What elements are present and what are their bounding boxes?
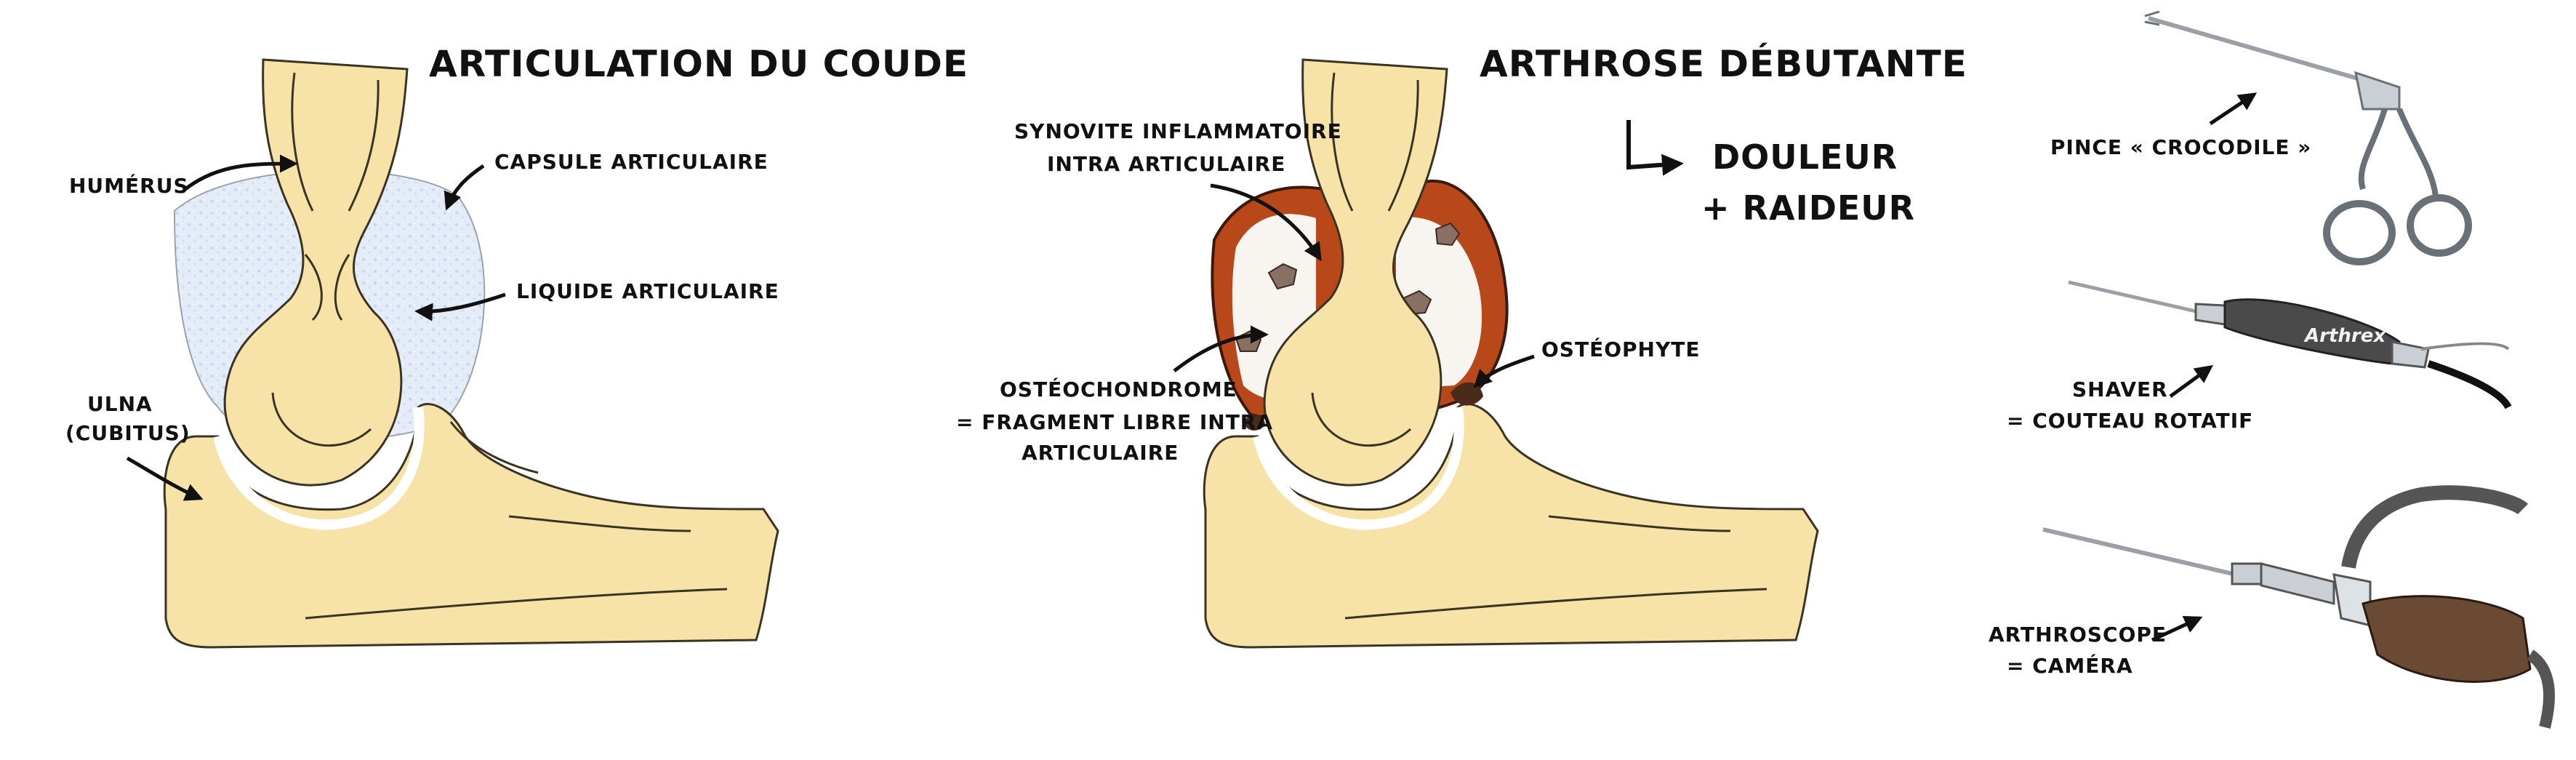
arrow-osteochondrome: [1173, 325, 1269, 372]
arthrosis-elbow-panel: ARTHROSE DÉBUTANTE DOULEUR + RAIDEUR SYN…: [956, 42, 1967, 649]
loose-fragment: [1267, 263, 1298, 290]
shaver-brand: Arthrex: [2303, 325, 2386, 347]
shaver: Arthrex: [2068, 280, 2512, 409]
label-osteochondrome-1: OSTÉOCHONDROME: [1000, 377, 1237, 401]
humerus-bone-arthrosis: [1263, 58, 1448, 487]
label-osteochondrome-3: ARTICULAIRE: [1022, 441, 1179, 465]
consequence-raideur: + RAIDEUR: [1701, 188, 1915, 228]
loose-fragment: [1435, 222, 1461, 247]
instruments-panel: PINCE « CROCODILE » Arthrex SHAVER = COU…: [1989, 10, 2555, 729]
label-shaver-1: SHAVER: [2072, 377, 2168, 401]
arrow-capsule: [444, 164, 485, 211]
arrow-humerus: [184, 154, 298, 191]
arrow-synovite: [1210, 183, 1322, 262]
label-capsule: CAPSULE ARTICULAIRE: [494, 150, 769, 174]
arrow-ulna: [126, 456, 204, 501]
panel1-title: ARTICULATION DU COUDE: [429, 43, 968, 85]
normal-elbow-panel: ARTICULATION DU COUDE HUMÉRUS CAPSULE AR…: [65, 43, 968, 649]
ulna-bone-arthrosis: [1203, 403, 1819, 649]
label-liquide: LIQUIDE ARTICULAIRE: [516, 279, 779, 303]
label-synovite-2: INTRA ARTICULAIRE: [1047, 152, 1285, 176]
arrow-pince: [2209, 92, 2258, 126]
label-ulna-2: (CUBITUS): [65, 421, 190, 445]
arthroscope: [2042, 485, 2555, 729]
ulna-bone: [163, 403, 779, 649]
label-pince: PINCE « CROCODILE »: [2050, 135, 2311, 159]
osteophyte: [1450, 382, 1483, 406]
label-shaver-2: = COUTEAU ROTATIF: [2007, 409, 2253, 433]
arrow-douleur: [1626, 120, 1684, 176]
label-synovite-1: SYNOVITE INFLAMMATOIRE: [1014, 119, 1342, 143]
label-ulna-1: ULNA: [87, 392, 153, 416]
consequence-douleur: DOULEUR: [1712, 137, 1898, 177]
label-scope-2: = CAMÉRA: [2007, 653, 2133, 678]
label-scope-1: ARTHROSCOPE: [1989, 623, 2167, 647]
arrow-scope: [2151, 616, 2203, 642]
arrow-liquide: [414, 292, 506, 321]
label-osteophyte: OSTÉOPHYTE: [1541, 337, 1700, 361]
panel2-title: ARTHROSE DÉBUTANTE: [1480, 42, 1967, 85]
label-humerus: HUMÉRUS: [69, 173, 189, 198]
osteophyte: [1243, 415, 1265, 431]
crocodile-forceps: [2144, 10, 2472, 265]
arrow-osteophyte: [1473, 354, 1535, 388]
label-osteochondrome-2: = FRAGMENT LIBRE INTRA: [956, 410, 1273, 434]
arrow-shaver: [2169, 365, 2214, 399]
